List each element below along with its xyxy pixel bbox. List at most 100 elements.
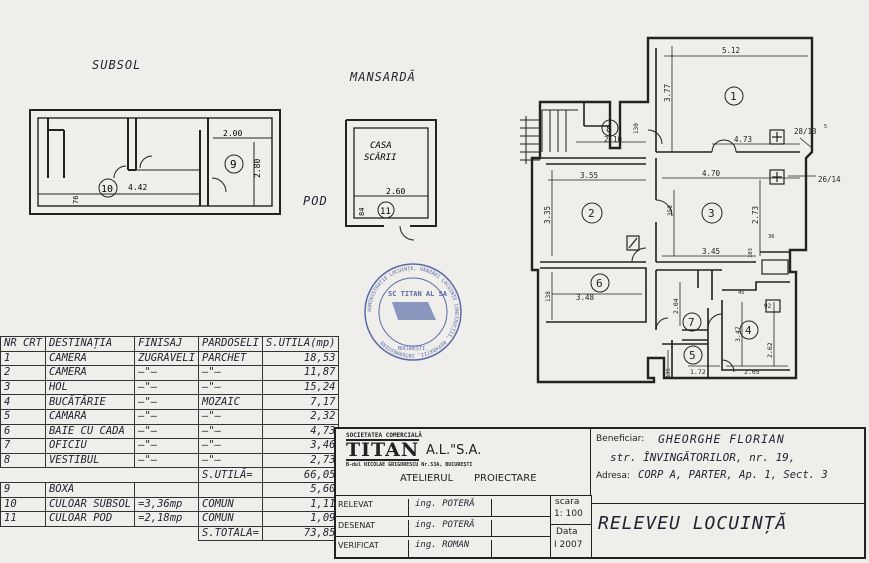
table-cell: 3: [0, 379, 46, 396]
scara-value: 1: 100: [554, 509, 583, 519]
dim-377: 3.77: [663, 84, 672, 102]
table-cell: —"—: [134, 394, 200, 410]
subsol-dim-length: 4.42: [128, 183, 147, 192]
table-cell: COMUN: [198, 496, 263, 513]
room-6-number: 6: [596, 277, 603, 290]
table-cell: DESTINAȚIA: [44, 336, 136, 352]
sutila-label: S.UTILĂ=: [198, 467, 263, 483]
room-7-number: 7: [688, 316, 695, 329]
dim-345: 3.45: [702, 247, 720, 256]
mansarda-dim-small: 84: [358, 208, 366, 216]
dim-204: 2.04: [672, 298, 680, 314]
table-cell: —"—: [134, 365, 200, 381]
table-cell: —"—: [134, 423, 200, 440]
table-cell: BAIE CU CADĂ: [44, 423, 136, 440]
table-cell: 5: [0, 408, 46, 425]
table-cell: —"—: [134, 452, 200, 469]
table-cell: 2,73: [261, 452, 340, 469]
dim-45: 45: [738, 290, 745, 296]
title-subsol: SUBSOL: [92, 58, 142, 72]
table-cell: —"—: [134, 438, 200, 454]
company-address: B-dul NICOLAE GRIGORESCU Nr.53A, BUCUREȘ…: [346, 462, 473, 468]
table-cell: —"—: [198, 423, 263, 440]
table-cell: BOXĂ: [44, 481, 136, 498]
table-cell: MOZAIC: [198, 394, 263, 410]
table-cell: [134, 481, 200, 498]
table-cell: =2,18mp: [134, 511, 200, 527]
table-cell: =3,36mp: [134, 496, 200, 513]
table-cell: 1: [0, 350, 46, 367]
table-cell: 6: [0, 423, 46, 440]
table-cell: 4: [0, 394, 46, 410]
room-1-number: 1: [730, 90, 737, 103]
beneficiar-cell: Beneficiar: GHEORGHE FLORIAN str. ÎNVING…: [592, 429, 864, 504]
table-cell: CULOAR POD: [44, 511, 136, 527]
dim-347: 3.47: [734, 326, 742, 342]
table-cell: 8: [0, 452, 46, 469]
room-3-number: 3: [708, 207, 715, 220]
table-cell: 2,32: [261, 408, 340, 425]
table-cell: —"—: [198, 438, 263, 454]
signature-name: ing. POTERĂ: [408, 499, 492, 516]
drawing-title: RELEVEU LOCUINȚĂ: [598, 513, 788, 534]
table-cell: 7,17: [261, 394, 340, 410]
signature-role: VERIFICAT: [338, 541, 379, 551]
table-cell: HOL: [44, 379, 136, 396]
table-cell: S.UTILĂ(mp): [261, 336, 340, 352]
room-2-number: 2: [588, 207, 595, 220]
dim-36: 36: [768, 234, 775, 240]
data-label: Data: [556, 527, 578, 537]
table-cell: 11: [0, 511, 46, 527]
table-cell: 7: [0, 438, 46, 454]
table-cell: CĂMARĂ: [44, 408, 136, 425]
title-mansarda: MANSARDĂ: [350, 70, 416, 84]
scale-cell: scara 1: 100 Data I 2007: [550, 495, 592, 557]
mansarda-label-2: SCĂRII: [364, 151, 397, 163]
table-cell: NR CRT: [0, 336, 46, 352]
company-suffix: A.L."S.A.: [426, 443, 482, 458]
dim-130: 130: [633, 123, 640, 134]
adresa-value: CORP A, PARTER, Ap. 1, Sect. 3: [638, 469, 828, 481]
table-cell: —"—: [134, 408, 200, 425]
table-cell: —"—: [198, 408, 263, 425]
room-5-number: 5: [689, 349, 696, 362]
dim-210: 2.10: [604, 135, 623, 144]
table-cell: —"—: [198, 365, 263, 381]
subsol-dim-height: 2.80: [253, 159, 262, 178]
beneficiar-label: Beneficiar:: [596, 434, 645, 444]
dim-470: 4.70: [702, 169, 721, 178]
dim-135: 135: [666, 368, 672, 378]
table-cell: PARDOSELI: [198, 336, 263, 352]
company-stamp: ADMINISTRAȚIE LOCUINȚE, VÂNZĂRI LOCUINȚE…: [364, 263, 462, 361]
mansarda-dim-width: 2.60: [386, 187, 405, 196]
table-cell: 10: [0, 496, 46, 513]
dim-205: 2.05: [744, 368, 760, 376]
dim-358: 358: [667, 205, 674, 216]
room-10-number: 10: [101, 184, 113, 195]
table-cell: CULOAR SUBSOL: [44, 496, 136, 513]
dim-103: 103: [748, 248, 754, 258]
table-cell: —"—: [198, 452, 263, 469]
dim-355: 3.55: [580, 171, 598, 180]
adresa-label: Adresa:: [596, 471, 630, 481]
sutila-value: 66,05: [261, 467, 340, 483]
beneficiar-value: GHEORGHE FLORIAN: [658, 432, 785, 446]
dim-473: 4.73: [734, 135, 752, 144]
subsol-dim-width: 2.00: [223, 129, 242, 138]
dim-172: 1.72: [690, 368, 706, 376]
room-11-number: 11: [380, 207, 391, 217]
table-cell: 15,24: [261, 379, 340, 396]
stair-b-label: 26/14: [818, 175, 841, 184]
signature-role: DESENAT: [338, 520, 376, 530]
table-cell: CAMERA: [44, 365, 136, 381]
